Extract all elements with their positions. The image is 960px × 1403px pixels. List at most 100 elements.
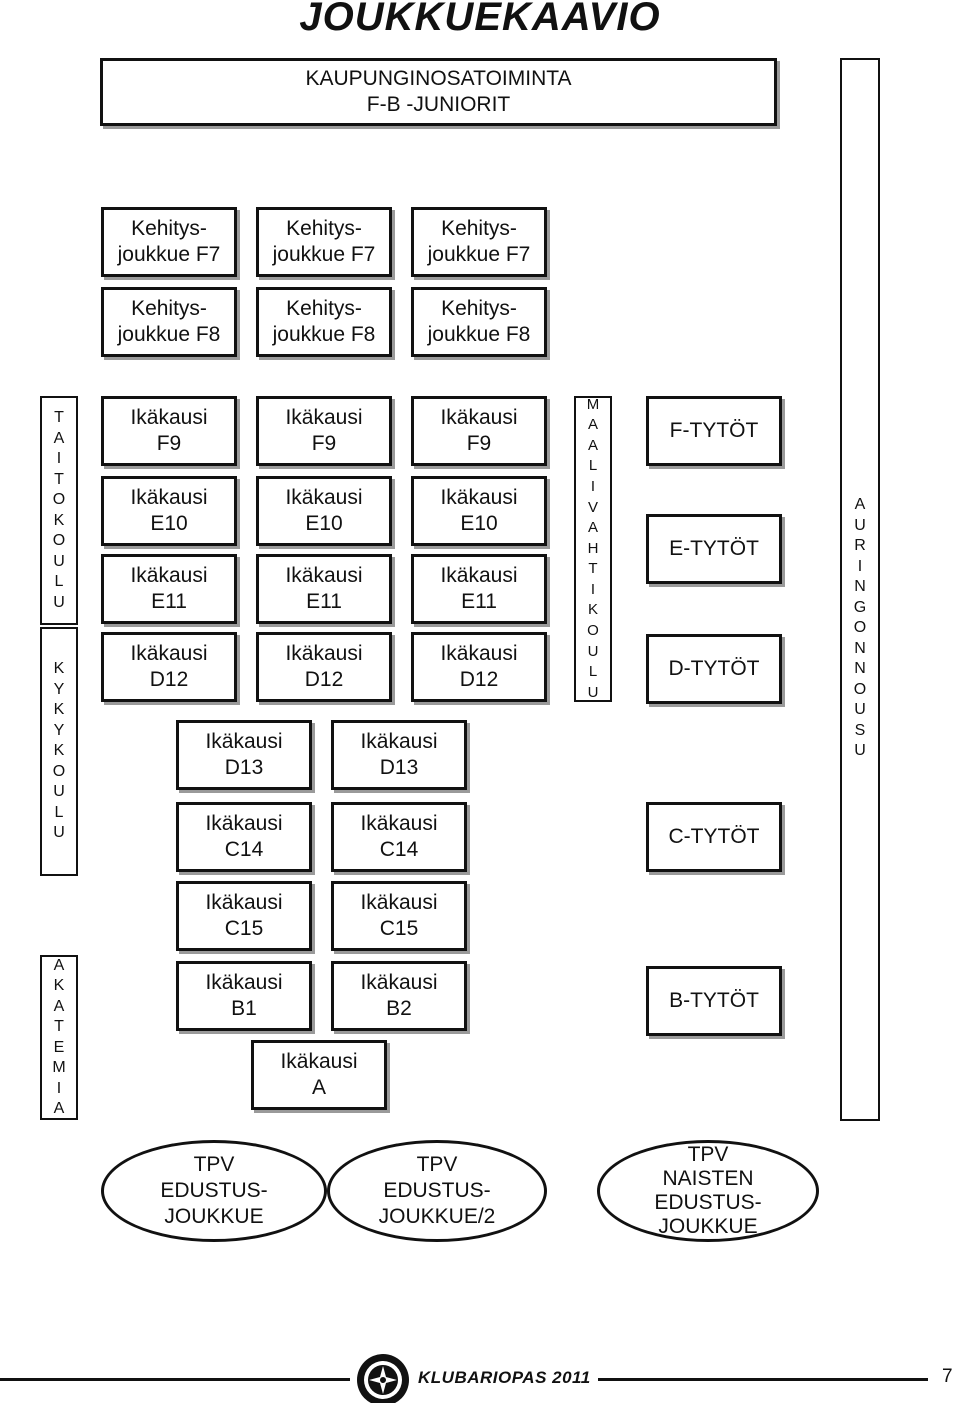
naisten-line-3: EDUSTUS- xyxy=(654,1191,762,1214)
publication-title: KLUBARIOPAS 2011 xyxy=(418,1368,591,1387)
maalivahtikoulu-label-letter: I xyxy=(590,580,596,598)
edustus2-line-1: TPV xyxy=(416,1153,458,1176)
mid1-c15-line-2: C15 xyxy=(224,917,264,940)
maalivahtikoulu-label-letter: U xyxy=(587,683,599,701)
col1-f9-line-1: Ikäkausi xyxy=(130,406,208,429)
taitokoulu-label-letter: K xyxy=(53,511,65,529)
akatemia-label-letter: I xyxy=(56,1079,62,1097)
mid2-d13-line-2: D13 xyxy=(379,756,419,779)
maalivahtikoulu-label-letter: A xyxy=(587,436,598,454)
col1-f9: Ikäkausi F9 xyxy=(101,396,237,466)
kykykoulu-label-letter: U xyxy=(53,783,65,801)
auringonnousu-label-letter: N xyxy=(854,639,866,657)
col3-d12: Ikäkausi D12 xyxy=(411,632,547,702)
maalivahtikoulu-label-letter: L xyxy=(588,663,598,681)
maalivahtikoulu-label-letter: V xyxy=(587,498,598,516)
d-tytot: D-TYTÖT xyxy=(646,634,782,704)
col1-d12-line-1: Ikäkausi xyxy=(130,642,208,665)
auringonnousu-label-letter: N xyxy=(854,660,866,677)
mid2-b2-line-2: B2 xyxy=(386,997,412,1020)
maalivahtikoulu-label-letter: L xyxy=(588,457,598,475)
tpv-naisten-edustusjoukkue: TPV NAISTEN EDUSTUS- JOUKKUE xyxy=(597,1140,819,1242)
b-tytot: B-TYTÖT xyxy=(646,966,782,1036)
header-box: KAUPUNGINOSATOIMINTA F-B -JUNIORIT xyxy=(100,58,777,126)
maalivahtikoulu-label-letter: K xyxy=(587,601,598,619)
col3-f9-line-1: Ikäkausi xyxy=(440,406,518,429)
kykykoulu-label-letter: Y xyxy=(53,721,65,739)
maalivahtikoulu-label-letter: O xyxy=(587,622,599,640)
mid2-d13: Ikäkausi D13 xyxy=(331,720,467,790)
col1-d12-line-2: D12 xyxy=(149,668,189,691)
page-title: JOUKKUEKAAVIO xyxy=(299,0,661,39)
col1-e11: Ikäkausi E11 xyxy=(101,554,237,624)
maalivahtikoulu-label-letter: A xyxy=(587,519,598,537)
mid2-c14: Ikäkausi C14 xyxy=(331,802,467,872)
akatemia-label-letter: M xyxy=(52,1059,66,1076)
mid2-c15: Ikäkausi C15 xyxy=(331,881,467,951)
footer-rule-left xyxy=(0,1378,350,1381)
col1-e10-line-2: E10 xyxy=(150,512,188,535)
col2-d12-line-1: Ikäkausi xyxy=(285,642,363,665)
maalivahtikoulu-label-letter: H xyxy=(587,539,599,557)
col2-d12: Ikäkausi D12 xyxy=(256,632,392,702)
akatemia-label-letter: A xyxy=(53,956,65,974)
kehitys-f7-1: Kehitys- joukkue F7 xyxy=(101,207,237,277)
mid1-d13: Ikäkausi D13 xyxy=(176,720,312,790)
auringonnousu-label-letter: O xyxy=(853,680,867,698)
col3-e10-line-2: E10 xyxy=(460,512,498,535)
mid1-b1-line-1: Ikäkausi xyxy=(205,971,283,994)
edustus-line-3: JOUKKUE xyxy=(164,1205,264,1228)
mid2-c14-line-2: C14 xyxy=(379,838,419,861)
mid1-d13-line-2: D13 xyxy=(224,756,264,779)
col1-e11-line-1: Ikäkausi xyxy=(130,564,208,587)
col1-e11-line-2: E11 xyxy=(151,590,187,613)
mid2-b2: Ikäkausi B2 xyxy=(331,961,467,1031)
taitokoulu-label-letter: T xyxy=(54,409,64,426)
kehitys-f7-2-line-1: Kehitys- xyxy=(286,217,362,240)
col2-e10-line-1: Ikäkausi xyxy=(285,486,363,509)
f-tytot-label: F-TYTÖT xyxy=(669,419,759,442)
mid1-b1-line-2: B1 xyxy=(231,997,257,1020)
mid2-d13-line-1: Ikäkausi xyxy=(360,730,438,753)
a-team-line-2: A xyxy=(311,1076,326,1099)
col3-d12-line-2: D12 xyxy=(459,668,499,691)
auringonnousu-label-letter: A xyxy=(854,496,866,513)
kehitys-f8-1-line-2: joukkue F8 xyxy=(117,323,221,346)
auringonnousu-label-letter: N xyxy=(854,578,866,595)
col2-f9-line-2: F9 xyxy=(311,432,337,455)
maalivahtikoulu-label-letter: M xyxy=(586,395,600,413)
kehitys-f8-3-line-2: joukkue F8 xyxy=(427,323,531,346)
kehitys-f8-1-line-1: Kehitys- xyxy=(131,297,207,320)
c-tytot-label: C-TYTÖT xyxy=(668,825,760,848)
akatemia-label-letter: A xyxy=(53,997,65,1015)
header-line-2: F-B -JUNIORIT xyxy=(366,93,511,116)
tpv-edustusjoukkue: TPV EDUSTUS- JOUKKUE xyxy=(101,1140,327,1242)
page-number: 7 xyxy=(942,1366,953,1387)
maalivahtikoulu-label-letter: U xyxy=(587,642,599,660)
akatemia-label-letter: E xyxy=(53,1038,65,1056)
kehitys-f7-3-line-1: Kehitys- xyxy=(441,217,517,240)
a-team: Ikäkausi A xyxy=(251,1040,387,1110)
maalivahtikoulu-label-letter: T xyxy=(588,560,598,578)
taitokoulu-label-letter: I xyxy=(56,450,62,467)
mid2-b2-line-1: Ikäkausi xyxy=(360,971,438,994)
kehitys-f8-2-line-2: joukkue F8 xyxy=(272,323,376,346)
taitokoulu-label-letter: O xyxy=(52,532,66,549)
a-team-line-1: Ikäkausi xyxy=(280,1050,358,1073)
c-tytot: C-TYTÖT xyxy=(646,802,782,872)
kykykoulu-label-letter: K xyxy=(53,660,65,678)
kykykoulu-label-letter: U xyxy=(53,824,65,842)
mid2-c15-line-1: Ikäkausi xyxy=(360,891,438,914)
col1-f9-line-2: F9 xyxy=(156,432,182,455)
col2-e10-line-2: E10 xyxy=(305,512,343,535)
kehitys-f7-2: Kehitys- joukkue F7 xyxy=(256,207,392,277)
col3-f9: Ikäkausi F9 xyxy=(411,396,547,466)
f-tytot: F-TYTÖT xyxy=(646,396,782,466)
kehitys-f7-2-line-2: joukkue F7 xyxy=(272,243,376,266)
footer-rule-right xyxy=(598,1378,928,1381)
auringonnousu-label-letter: G xyxy=(853,598,867,616)
col2-d12-line-2: D12 xyxy=(304,668,344,691)
